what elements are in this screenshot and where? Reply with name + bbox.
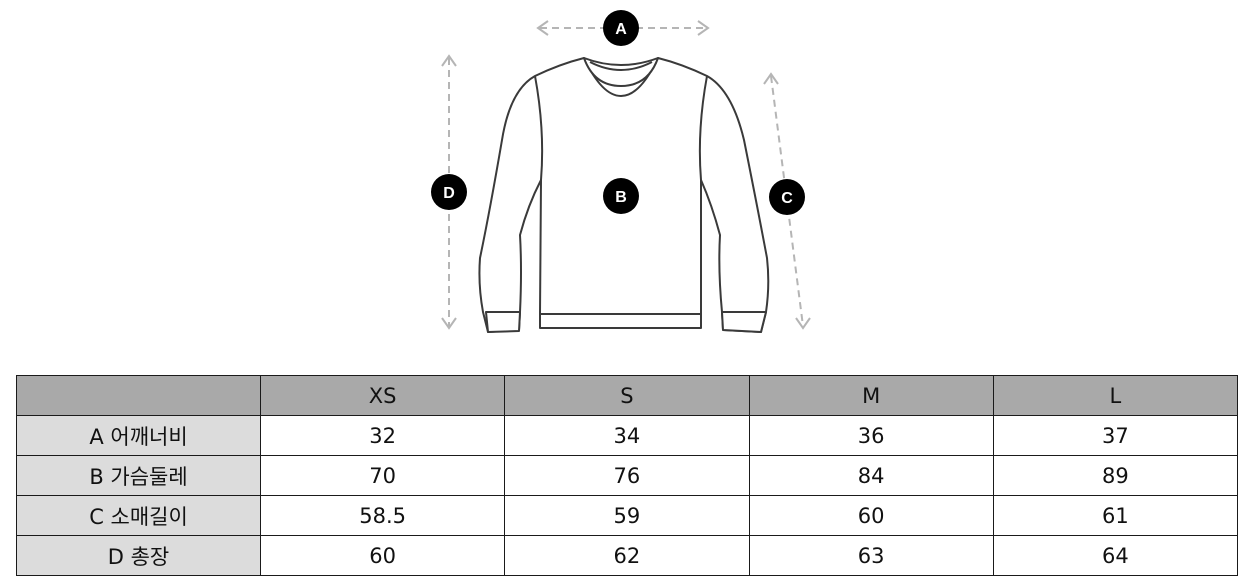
table-cell: 60 bbox=[748, 495, 994, 536]
header-size-l: L bbox=[992, 375, 1239, 416]
table-cell: 36 bbox=[748, 415, 994, 456]
arrowhead-icon bbox=[536, 20, 549, 36]
marker-b-label: B bbox=[615, 189, 627, 206]
table-cell: 32 bbox=[259, 415, 506, 456]
header-size-s: S bbox=[504, 375, 750, 416]
row-label: C 소매길이 bbox=[16, 495, 261, 536]
table-row: A 어깨너비 32 34 36 37 bbox=[16, 415, 1239, 456]
marker-c: C bbox=[769, 179, 805, 215]
table-cell: 59 bbox=[504, 495, 750, 536]
table-cell: 62 bbox=[504, 535, 750, 576]
marker-d-label: D bbox=[443, 185, 455, 202]
neck-rib bbox=[589, 61, 653, 71]
left-armhole-seam bbox=[534, 75, 544, 181]
table-header-row: XS S M L bbox=[16, 375, 1239, 416]
table-cell: 34 bbox=[504, 415, 750, 456]
marker-c-label: C bbox=[781, 190, 793, 207]
table-cell: 63 bbox=[748, 535, 994, 576]
row-label: A 어깨너비 bbox=[16, 415, 261, 456]
right-armhole-seam bbox=[698, 75, 708, 181]
table-cell: 58.5 bbox=[259, 495, 506, 536]
size-table: XS S M L A 어깨너비 32 34 36 37 B 가슴둘레 70 76… bbox=[16, 375, 1239, 576]
header-size-xs: XS bbox=[259, 375, 506, 416]
arrowhead-icon bbox=[441, 54, 457, 67]
row-label: B 가슴둘레 bbox=[16, 455, 261, 496]
left-cuff bbox=[485, 311, 521, 333]
table-row: D 총장 60 62 63 64 bbox=[16, 535, 1239, 576]
header-size-m: M bbox=[748, 375, 994, 416]
table-cell: 64 bbox=[992, 535, 1239, 576]
table-row: C 소매길이 58.5 59 60 61 bbox=[16, 495, 1239, 536]
row-label: D 총장 bbox=[16, 535, 261, 576]
neck-inner bbox=[583, 57, 659, 87]
guide-arrowheads bbox=[441, 20, 811, 330]
marker-d: D bbox=[431, 174, 467, 210]
arrowhead-icon bbox=[441, 317, 457, 330]
marker-b-circle bbox=[603, 178, 639, 214]
sweatshirt-size-diagram: A B C D bbox=[431, 10, 811, 333]
table-cell: 61 bbox=[992, 495, 1239, 536]
table-row: B 가슴둘레 70 76 84 89 bbox=[16, 455, 1239, 496]
table-cell: 60 bbox=[259, 535, 506, 576]
marker-d-circle bbox=[431, 174, 467, 210]
table-cell: 89 bbox=[992, 455, 1239, 496]
table-cell: 37 bbox=[992, 415, 1239, 456]
marker-a: A bbox=[603, 10, 639, 46]
table-cell: 70 bbox=[259, 455, 506, 496]
table-cell: 76 bbox=[504, 455, 750, 496]
arrowhead-icon bbox=[697, 20, 710, 36]
right-cuff bbox=[721, 311, 767, 333]
marker-c-circle bbox=[769, 179, 805, 215]
arrowhead-icon bbox=[763, 72, 779, 85]
marker-b: B bbox=[603, 178, 639, 214]
arrowhead-icon bbox=[795, 317, 811, 330]
marker-a-label: A bbox=[615, 21, 627, 38]
header-corner-cell bbox=[16, 375, 261, 416]
table-cell: 84 bbox=[748, 455, 994, 496]
marker-a-circle bbox=[603, 10, 639, 46]
waist-band bbox=[539, 313, 702, 329]
